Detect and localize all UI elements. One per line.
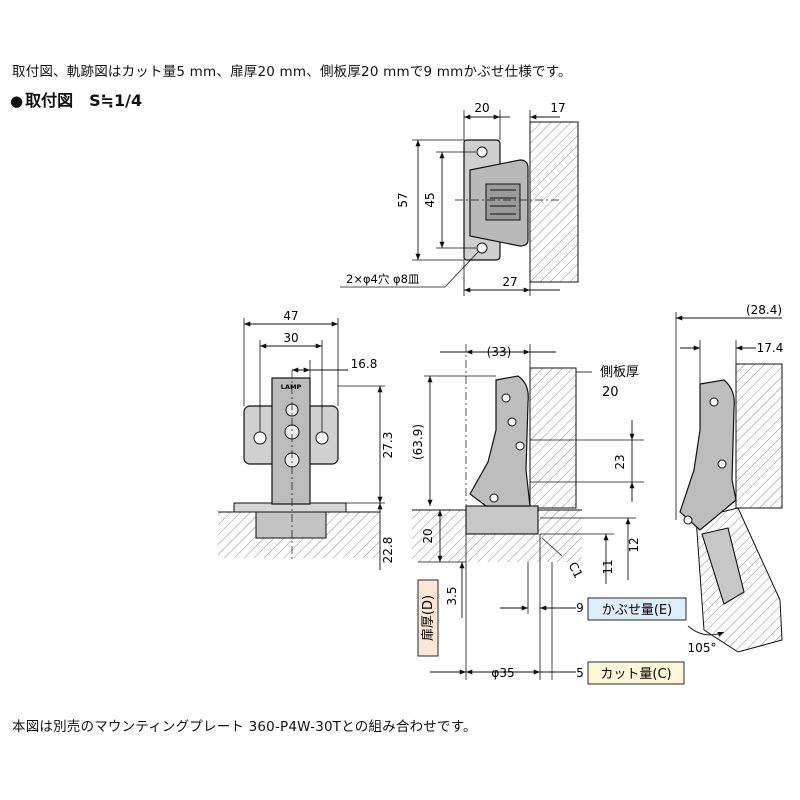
dim-open-17-4: 17.4 [757,341,784,355]
top-cam [485,183,521,221]
front-arm [271,377,311,505]
dim-side-11: 11 [601,559,615,574]
dim-top-depth: 27 [502,275,517,289]
top-side-panel [529,121,579,283]
door-thickness-label-box [417,579,439,657]
dim-side-5: 5 [576,666,584,680]
dim-side-12: 12 [627,537,641,552]
open-view: (28.4) 17.4 105° [675,303,784,655]
heading-bullet: ● [10,92,24,110]
dim-top-height: 57 [396,192,410,207]
dim-side-3-5: 3.5 [445,586,459,605]
front-screw-left [253,431,267,445]
dim-front-plate: 22.8 [381,537,395,564]
dim-front-offset: 16.8 [351,357,378,371]
open-arm [679,379,737,531]
label-door-thickness: 扉厚(D) [420,595,436,641]
heading-text: 取付図 S≒1/4 [25,91,143,110]
dim-side-20: 20 [421,528,435,543]
top-screw-hole-upper [476,146,488,158]
label-overlay: かぶせ量(E) [602,603,672,618]
label-side-panel: 側板厚 [600,365,639,380]
side-panel [529,367,577,509]
top-hole-note: 2×φ4穴 φ8皿 [346,272,420,286]
front-cup [255,511,327,539]
dim-side-9: 9 [576,601,584,615]
dim-front-height: 27.3 [381,432,395,459]
section-heading: ●取付図 S≒1/4 [10,87,142,111]
dim-side-23: 23 [613,454,627,469]
front-brand-mark: LAMP [281,383,302,391]
top-view: 20 17 57 45 2×φ4穴 φ8皿 27 [340,101,579,296]
side-cup [465,505,539,535]
cut-label-box [587,661,685,685]
dim-side-63-9: (63.9) [411,424,425,460]
label-cut: カット量(C) [600,667,671,682]
dim-open-28-4: (28.4) [746,303,782,317]
dim-top-hole-pitch: 45 [423,192,437,207]
label-side-panel-value: 20 [602,385,619,400]
dim-front-overall: 47 [283,309,298,323]
dim-side-35: φ35 [491,666,514,680]
caption-text: 取付図、軌跡図はカット量5 mm、扉厚20 mm、側板厚20 mmで9 mmかぶ… [12,64,572,80]
dim-top-gap: 17 [550,101,565,115]
side-arm [469,375,531,507]
dim-side-c1: C1 [566,560,586,581]
overlay-label-box [587,597,687,621]
footer-note: 本図は別売のマウンティングプレート 360-P4W-30Tとの組み合わせです。 [12,719,477,735]
side-view: (33) 側板厚 20 (63.9) 23 20 12 11 C1 3.5 扉厚… [411,344,687,685]
open-side-panel [735,363,783,509]
dim-top-width: 20 [474,101,489,115]
open-cup [701,527,745,605]
front-view: LAMP 47 30 16.8 27.3 22.8 [218,309,395,570]
dim-front-pitch: 30 [283,331,298,345]
top-screw-hole-lower [476,242,488,254]
front-screw-right [315,431,329,445]
angle-label: 105° [688,641,717,655]
dim-side-33: (33) [487,345,512,359]
